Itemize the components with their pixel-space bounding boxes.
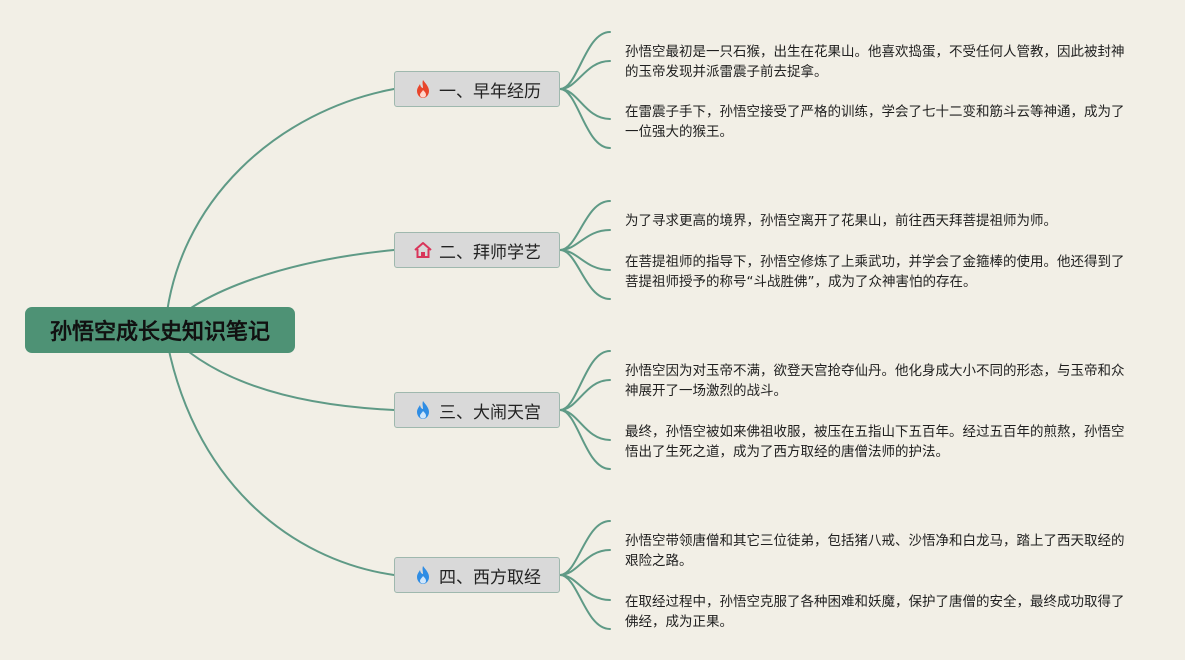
house-icon [413, 240, 433, 260]
connector-branch-1-fan [559, 31, 611, 149]
note-branch-2-2: 在菩提祖师的指导下，孙悟空修炼了上乘武功，并学会了金箍棒的使用。他还得到了菩提祖… [625, 254, 1125, 290]
note-branch-4-1: 孙悟空带领唐僧和其它三位徒弟，包括猪八戒、沙悟净和白龙马，踏上了西天取经的艰险之… [625, 533, 1125, 569]
branch-label: 二、拜师学艺 [439, 242, 541, 263]
branch-label: 四、西方取经 [439, 567, 541, 588]
note-branch-1-2: 在雷震子手下，孙悟空接受了严格的训练，学会了七十二变和筋斗云等神通，成为了一位强… [625, 104, 1125, 140]
connector-branch-3-fan [559, 350, 611, 470]
root-topic[interactable]: 孙悟空成长史知识笔记 [25, 307, 295, 353]
note-branch-1-1: 孙悟空最初是一只石猴，出生在花果山。他喜欢捣蛋，不受任何人管教，因此被封神的玉帝… [625, 44, 1125, 80]
branch-apprenticeship[interactable]: 二、拜师学艺 [394, 232, 560, 268]
connector-root-branch-4 [164, 329, 395, 576]
branch-early-life[interactable]: 一、早年经历 [394, 71, 560, 107]
root-title: 孙悟空成长史知识笔记 [49, 320, 270, 345]
fire-red-icon [413, 79, 433, 99]
note-branch-2-1: 为了寻求更高的境界，孙悟空离开了花果山，前往西天拜菩提祖师为师。 [625, 213, 1057, 229]
note-branch-4-2: 在取经过程中，孙悟空克服了各种困难和妖魔，保护了唐僧的安全，最终成功取得了佛经，… [625, 594, 1125, 630]
connector-root-branch-1 [164, 88, 395, 331]
note-branch-3-1: 孙悟空因为对玉帝不满，欲登天宫抢夺仙丹。他化身成大小不同的形态，与玉帝和众神展开… [625, 363, 1125, 399]
branch-label: 三、大闹天宫 [439, 402, 541, 423]
branch-havoc-heaven[interactable]: 三、大闹天宫 [394, 392, 560, 428]
branch-label: 一、早年经历 [439, 81, 541, 102]
fire-blue-icon [413, 565, 433, 585]
connector-branch-2-fan [559, 200, 611, 300]
note-branch-3-2: 最终，孙悟空被如来佛祖收服，被压在五指山下五百年。经过五百年的煎熬，孙悟空悟出了… [625, 424, 1125, 460]
fire-blue-icon [413, 400, 433, 420]
connector-branch-4-fan [559, 520, 611, 630]
branch-journey-west[interactable]: 四、西方取经 [394, 557, 560, 593]
